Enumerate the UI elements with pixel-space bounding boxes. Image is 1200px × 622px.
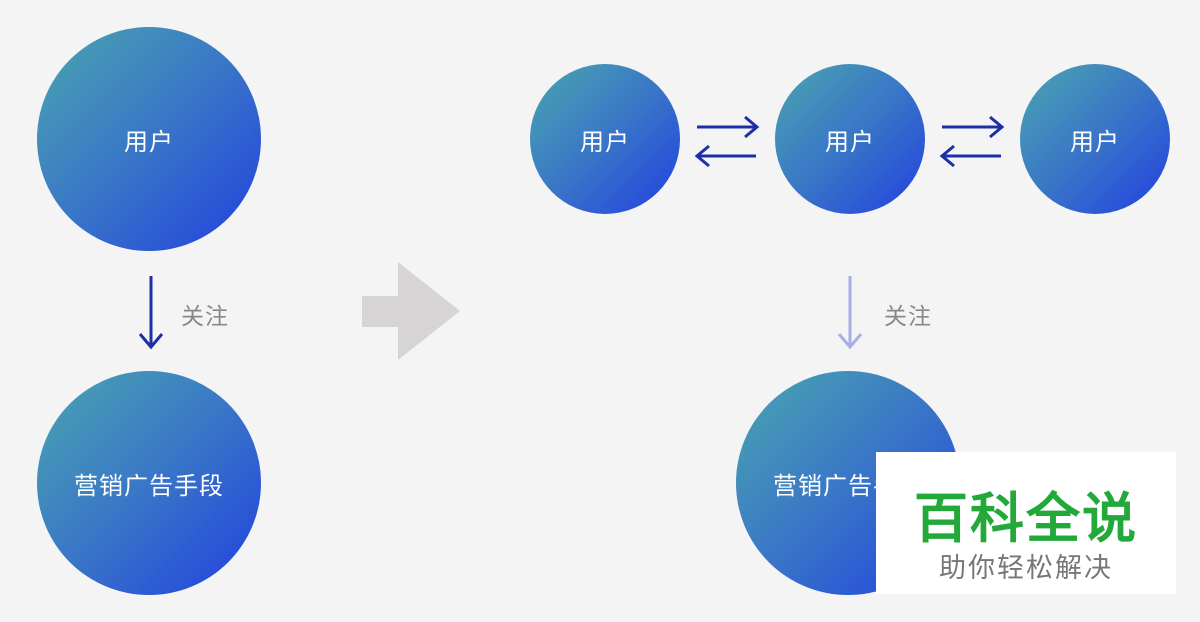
- follow-arrowhead-left: [138, 333, 164, 350]
- watermark-title: 百科全说: [914, 487, 1138, 550]
- left-user-label: 用户: [124, 127, 174, 156]
- right-user-label-1: 用户: [580, 127, 630, 156]
- left-follow-label: 关注: [181, 304, 229, 330]
- exchange-arrow-1: [694, 115, 760, 168]
- exchange-arrow-2: [939, 115, 1005, 168]
- right-user-node-3: 用户: [1020, 64, 1170, 214]
- left-marketing-label: 营销广告手段: [74, 471, 224, 500]
- left-marketing-node: 营销广告手段: [37, 371, 261, 595]
- transition-arrow: [362, 262, 460, 360]
- watermark-badge: 百科全说 助你轻松解决: [876, 452, 1176, 594]
- right-user-label-3: 用户: [1070, 127, 1120, 156]
- watermark-subtitle: 助你轻松解决: [939, 553, 1113, 584]
- right-user-node-2: 用户: [775, 64, 925, 214]
- right-user-node-1: 用户: [530, 64, 680, 214]
- left-user-node: 用户: [37, 27, 261, 251]
- right-user-label-2: 用户: [825, 127, 875, 156]
- right-follow-label: 关注: [884, 304, 932, 330]
- follow-arrowhead-right: [837, 333, 863, 350]
